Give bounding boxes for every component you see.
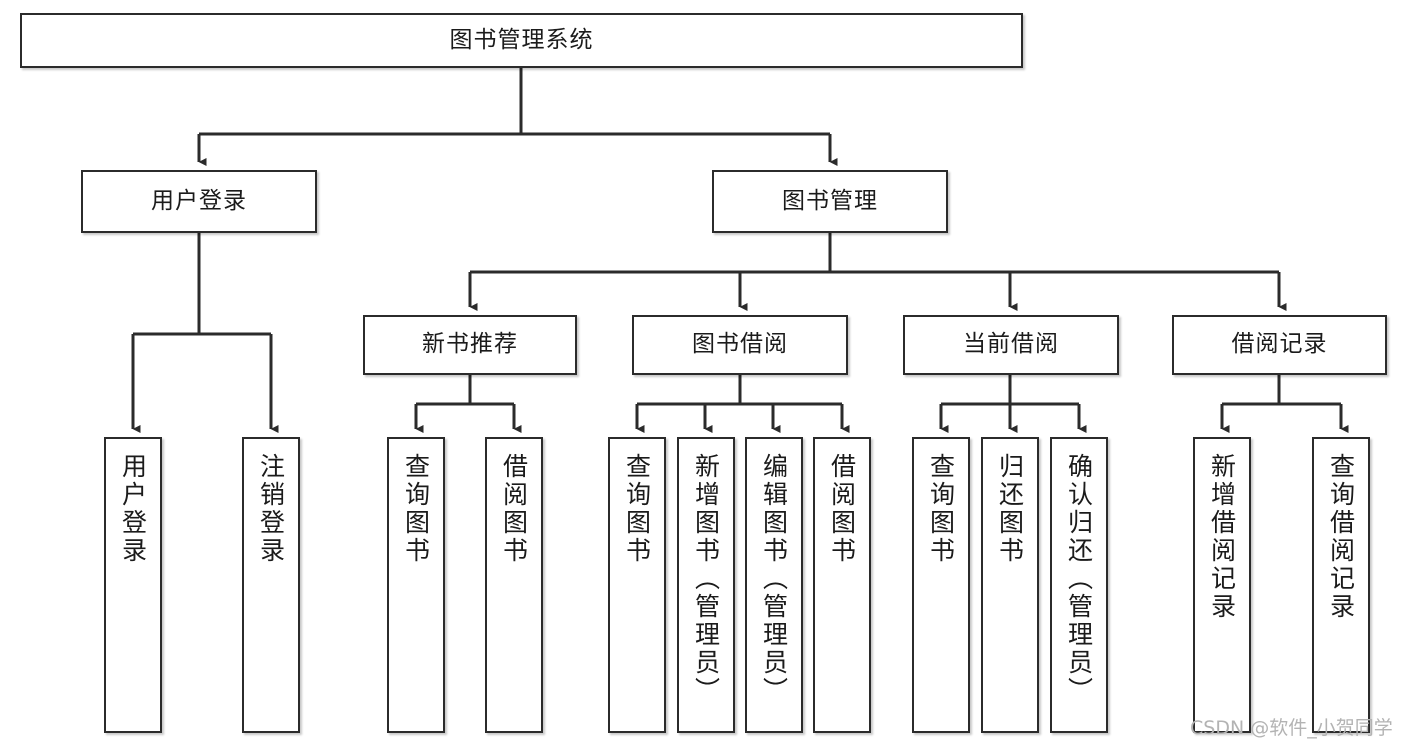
leaf-query-borrow-record[interactable]: 查询借阅记录 bbox=[1312, 437, 1370, 733]
node-new-book-recommend[interactable]: 新书推荐 bbox=[363, 315, 577, 375]
leaf-confirm-return-admin-label: 确认归还（管理员） bbox=[1064, 453, 1094, 705]
node-borrow-record[interactable]: 借阅记录 bbox=[1172, 315, 1387, 375]
leaf-add-book-admin-label: 新增图书（管理员） bbox=[691, 453, 721, 705]
leaf-borrow-book-recommend[interactable]: 借阅图书 bbox=[485, 437, 543, 733]
leaf-edit-book-admin-label: 编辑图书（管理员） bbox=[759, 453, 789, 705]
leaf-query-book-borrow-label: 查询图书 bbox=[622, 453, 652, 565]
leaf-query-book-recommend-label: 查询图书 bbox=[401, 453, 431, 565]
node-user-login-label: 用户登录 bbox=[151, 187, 247, 214]
leaf-query-book-current-label: 查询图书 bbox=[926, 453, 956, 565]
node-book-management-label: 图书管理 bbox=[782, 187, 878, 214]
leaf-query-book-recommend[interactable]: 查询图书 bbox=[387, 437, 445, 733]
node-root-system[interactable]: 图书管理系统 bbox=[20, 13, 1023, 68]
leaf-borrow-book-recommend-label: 借阅图书 bbox=[499, 453, 529, 565]
leaf-confirm-return-admin[interactable]: 确认归还（管理员） bbox=[1050, 437, 1108, 733]
node-user-login[interactable]: 用户登录 bbox=[81, 170, 317, 233]
node-book-management[interactable]: 图书管理 bbox=[712, 170, 948, 233]
node-root-system-label: 图书管理系统 bbox=[449, 26, 594, 53]
node-current-borrow[interactable]: 当前借阅 bbox=[903, 315, 1119, 375]
node-current-borrow-label: 当前借阅 bbox=[963, 331, 1059, 358]
leaf-user-login[interactable]: 用户登录 bbox=[104, 437, 162, 733]
leaf-add-borrow-record-label: 新增借阅记录 bbox=[1207, 453, 1237, 621]
node-new-book-recommend-label: 新书推荐 bbox=[422, 331, 518, 358]
leaf-user-login-label: 用户登录 bbox=[118, 453, 148, 565]
leaf-user-logout-label: 注销登录 bbox=[256, 453, 286, 565]
leaf-add-borrow-record[interactable]: 新增借阅记录 bbox=[1193, 437, 1251, 733]
leaf-borrow-book-borrow-label: 借阅图书 bbox=[827, 453, 857, 565]
leaf-return-book[interactable]: 归还图书 bbox=[981, 437, 1039, 733]
leaf-query-borrow-record-label: 查询借阅记录 bbox=[1326, 453, 1356, 621]
node-book-borrow[interactable]: 图书借阅 bbox=[632, 315, 848, 375]
leaf-edit-book-admin[interactable]: 编辑图书（管理员） bbox=[745, 437, 803, 733]
leaf-user-logout[interactable]: 注销登录 bbox=[242, 437, 300, 733]
node-borrow-record-label: 借阅记录 bbox=[1231, 331, 1328, 358]
node-book-borrow-label: 图书借阅 bbox=[692, 331, 788, 358]
leaf-add-book-admin[interactable]: 新增图书（管理员） bbox=[677, 437, 735, 733]
leaf-query-book-borrow[interactable]: 查询图书 bbox=[608, 437, 666, 733]
leaf-return-book-label: 归还图书 bbox=[995, 453, 1025, 565]
leaf-borrow-book-borrow[interactable]: 借阅图书 bbox=[813, 437, 871, 733]
leaf-query-book-current[interactable]: 查询图书 bbox=[912, 437, 970, 733]
watermark-text: CSDN @软件_小贺同学 bbox=[1190, 717, 1393, 739]
